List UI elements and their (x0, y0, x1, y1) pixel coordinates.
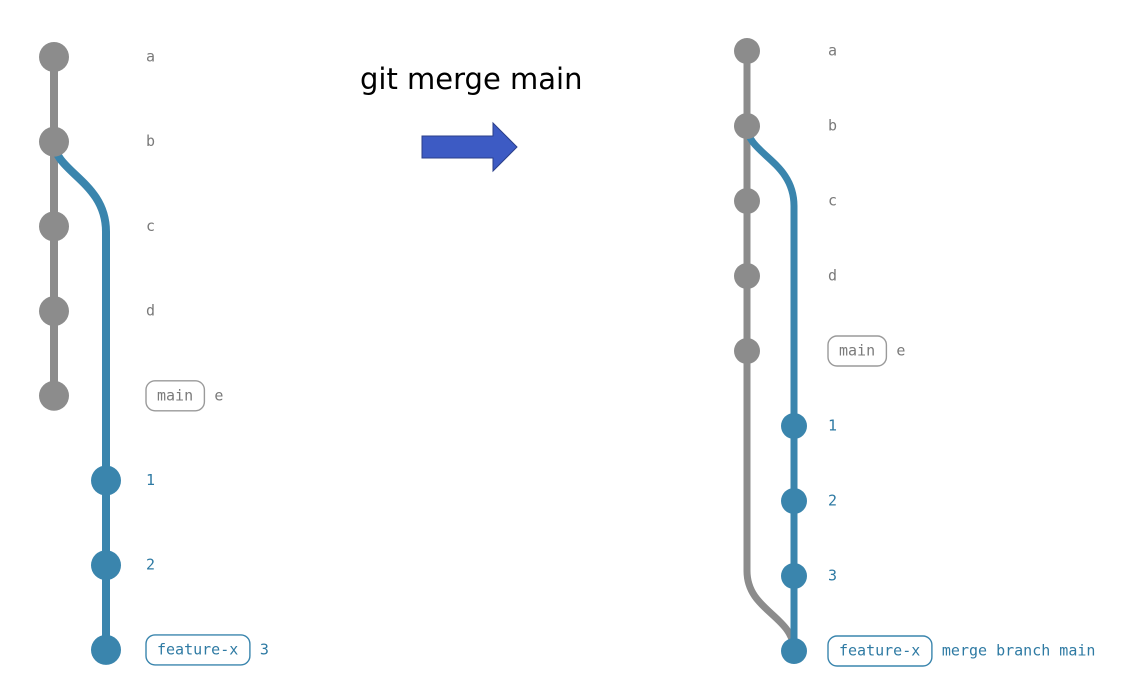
before-merge-graph: a b c d main e 1 2 feature-x 3 (39, 42, 269, 666)
feature-commit-dot (781, 638, 807, 664)
commit-label: a (146, 48, 155, 66)
feature-commit-dot (781, 563, 807, 589)
main-commit-dot (734, 113, 760, 139)
branch-tag-main-box (145, 380, 206, 412)
main-commit-dot (39, 380, 69, 411)
main-commit-dot (734, 263, 760, 289)
commit-label: b (828, 117, 837, 135)
commit-label: e (214, 386, 223, 404)
commit-label: b (146, 132, 155, 150)
commit-label: c (146, 217, 155, 235)
main-commit-dot (734, 38, 760, 64)
branch-tag-feature-box (145, 634, 251, 666)
command-caption: git merge main (360, 62, 583, 96)
branch-tag-feature: feature-x (157, 640, 238, 658)
commit-label: e (896, 342, 905, 360)
commit-label: 3 (260, 640, 269, 658)
after-merge-graph: a b c d main e 1 2 3 feature-x merge branch main (734, 38, 1096, 667)
commit-label: merge branch main (942, 642, 1096, 660)
feature-commit-dot (91, 550, 121, 581)
commit-label: 2 (828, 492, 837, 510)
commit-label: 3 (828, 567, 837, 585)
commit-label: 1 (146, 471, 155, 489)
commit-label: 1 (828, 417, 837, 435)
feature-commit-dot (781, 488, 807, 514)
main-commit-dot (39, 126, 69, 157)
commit-label: a (828, 42, 837, 60)
commit-label: c (828, 192, 837, 210)
branch-tag-feature-box (827, 635, 933, 667)
main-commit-dot (734, 338, 760, 364)
commit-label: d (828, 267, 837, 285)
merge-arrow-icon (421, 121, 518, 173)
main-commit-dot (39, 42, 69, 72)
branch-tag-main-box (827, 335, 888, 367)
arrow-shape (421, 121, 518, 173)
feature-commit-dot (91, 634, 121, 665)
main-commit-dot (39, 211, 69, 242)
branch-tag-main: main (839, 342, 875, 360)
branch-tag-feature: feature-x (839, 642, 920, 660)
commit-label: 2 (146, 556, 155, 574)
feature-commit-dot (91, 465, 121, 496)
branch-tag-main: main (157, 386, 193, 404)
main-commit-dot (734, 188, 760, 214)
main-commit-dot (39, 296, 69, 327)
commit-label: d (146, 302, 155, 320)
feature-commit-dot (781, 413, 807, 439)
